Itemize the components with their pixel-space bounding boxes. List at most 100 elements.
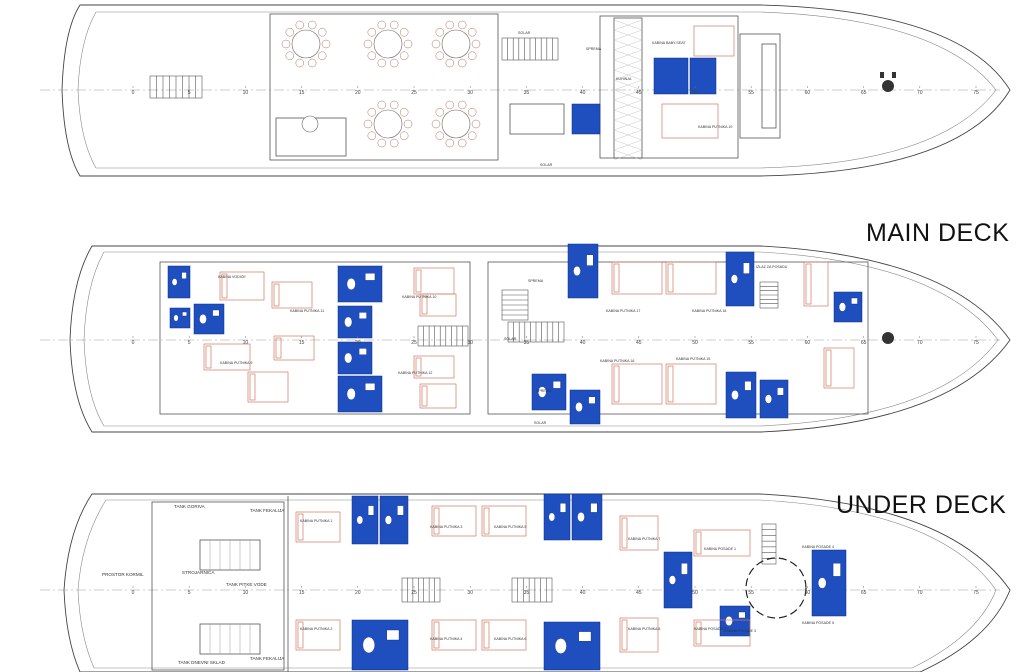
frame-tick-label: 10 — [243, 90, 249, 96]
room-label: SOLAR — [518, 31, 531, 35]
frame-tick-label: 50 — [692, 90, 698, 96]
bed — [295, 619, 341, 651]
room-label: SOLAR — [534, 421, 547, 425]
room-label: KABINA PUTNIKA 4 — [430, 637, 462, 641]
room-label: KABINA POSADE 1 — [704, 547, 736, 551]
room-label: SPREMA — [528, 279, 544, 283]
bed — [803, 261, 829, 307]
bed — [481, 619, 527, 651]
under-stairs-3 — [761, 523, 777, 565]
frame-tick-label: 50 — [692, 340, 698, 346]
under-deck-hull — [63, 493, 1011, 672]
frame-tick-label: 40 — [580, 340, 586, 346]
frame-tick-label: 15 — [299, 340, 305, 346]
bridge — [739, 33, 781, 139]
frame-tick-label: 30 — [467, 340, 473, 346]
room-label: TANK FEKALIJA — [250, 508, 285, 513]
bed — [419, 383, 457, 409]
dining-table — [441, 109, 471, 139]
bed — [611, 261, 663, 295]
room-label: SPREMA — [586, 47, 602, 51]
dining-table — [373, 109, 403, 139]
frame-tick-label: 25 — [411, 90, 417, 96]
bed — [431, 619, 477, 651]
bathroom — [569, 389, 601, 425]
frame-tick-label: 5 — [188, 340, 191, 346]
room-label: KABINA BABY-SEAT — [652, 41, 686, 45]
bathroom — [351, 495, 379, 545]
main-deck-hull — [69, 245, 1011, 433]
frame-tick-label: 40 — [580, 590, 586, 596]
room-label: KABINA PUTNIKA 17 — [606, 309, 640, 313]
bathroom — [337, 375, 383, 413]
room-label: PROSTOR KORMIL — [102, 572, 144, 577]
frame-tick-label: 65 — [861, 90, 867, 96]
bed — [413, 355, 455, 379]
room-label: KABINA PUTNIKA 11 — [290, 309, 324, 313]
frame-tick-label: 60 — [805, 90, 811, 96]
bed — [203, 343, 251, 371]
room-label: KABINA PUTNIKA 9 — [220, 361, 252, 365]
room-label: KABINA PUTNIKA 7 — [628, 537, 660, 541]
under-stairs-2 — [511, 577, 553, 603]
frame-tick-label: 20 — [355, 90, 361, 96]
frame-tick-label: 30 — [467, 590, 473, 596]
room-label: KABINA POSADE 2 — [694, 627, 726, 631]
frame-tick-label: 55 — [748, 590, 754, 596]
bed — [273, 335, 315, 361]
frame-tick-label: 0 — [132, 340, 135, 346]
bathroom — [725, 371, 757, 419]
frame-tick-label: 15 — [299, 90, 305, 96]
frame-tick-label: 35 — [524, 590, 530, 596]
bathroom — [379, 495, 409, 545]
room-label: KABINA PUTNIKA 3 — [430, 525, 462, 529]
bed — [619, 515, 659, 551]
bathroom — [543, 621, 601, 671]
bed — [693, 619, 751, 647]
bathroom — [169, 307, 191, 329]
dining-area — [269, 13, 499, 161]
frame-tick-label: 20 — [355, 340, 361, 346]
anchor-windlass-main — [882, 332, 894, 344]
bathroom — [759, 379, 789, 419]
room-label: SOLAR — [504, 337, 517, 341]
room-label: STROJARNICA — [182, 570, 215, 575]
bed — [295, 511, 341, 543]
dining-table — [291, 29, 321, 59]
anchor-chain-locker — [745, 557, 807, 619]
frame-tick-label: 10 — [243, 340, 249, 346]
bed — [481, 505, 527, 537]
frame-tick-label: 45 — [636, 340, 642, 346]
bed — [823, 347, 855, 389]
upper-bathroom-3 — [571, 103, 601, 135]
frame-tick-label: 55 — [748, 340, 754, 346]
bed — [611, 363, 663, 405]
frame-tick-label: 35 — [524, 340, 530, 346]
bed — [419, 293, 457, 317]
frame-tick-label: 35 — [524, 90, 530, 96]
frame-tick-label: 70 — [917, 590, 923, 596]
bed — [219, 271, 265, 301]
bathroom — [337, 265, 383, 303]
room-label: KABINA PUTNIKA 5 — [494, 525, 526, 529]
frame-tick-label: 5 — [188, 90, 191, 96]
bathroom — [663, 551, 693, 609]
frame-tick-label: 0 — [132, 90, 135, 96]
room-label: KABINA PUTNIKA 1 — [300, 519, 332, 523]
bathroom — [571, 493, 603, 541]
frame-tick-label: 25 — [411, 340, 417, 346]
bed — [271, 281, 313, 309]
room-label: KABINA POSADE 5 — [802, 621, 834, 625]
bathroom — [725, 251, 755, 307]
bed — [431, 505, 477, 537]
bathroom — [193, 303, 225, 335]
under-stairs-1 — [401, 577, 441, 603]
room-label: KABINA VODICE — [218, 275, 246, 279]
frame-tick-label: 30 — [467, 90, 473, 96]
room-label: TANK DNEVNI SKLAD — [178, 660, 226, 665]
galley-block — [599, 15, 739, 159]
frame-tick-label: 45 — [636, 90, 642, 96]
